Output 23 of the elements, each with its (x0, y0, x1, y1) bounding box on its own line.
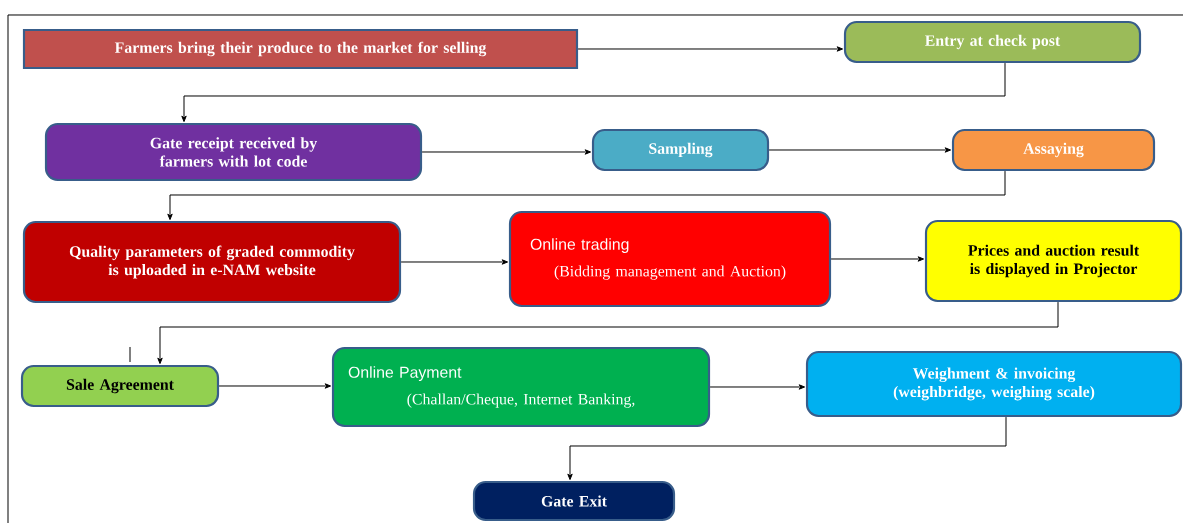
process-box: Gate receipt received by farmers with lot code (44, 122, 423, 182)
process-box: Weighment & invoicing (weighbridge, weighing scale) (805, 350, 1183, 418)
arrow (167, 170, 1006, 221)
arrow (218, 383, 332, 389)
process-box: Gate Exit (472, 480, 676, 522)
arrow (830, 256, 925, 262)
process-box: Farmers bring their produce to the market for selling (22, 28, 579, 70)
process-box: Quality parameters of graded commodity is uploaded in e-NAM website (22, 220, 402, 304)
process-box: Online Payment (Challan/Cheque, Internet Banking, (331, 346, 711, 428)
process-box: Entry at check post (843, 20, 1142, 64)
arrow (567, 416, 1007, 481)
process-box: Prices and auction result is displayed in Projector (924, 219, 1183, 303)
process-box: Sale Agreement (20, 364, 220, 408)
arrow (157, 301, 1059, 365)
arrow (577, 46, 844, 52)
process-box: Sampling (591, 128, 770, 172)
arrow (400, 259, 509, 265)
process-box: Online trading (Bidding management and Auction) (508, 210, 832, 308)
arrow (421, 149, 592, 155)
process-box: Assaying (951, 128, 1156, 172)
arrow (181, 62, 1006, 123)
arrow (709, 384, 806, 390)
arrow (768, 147, 952, 153)
